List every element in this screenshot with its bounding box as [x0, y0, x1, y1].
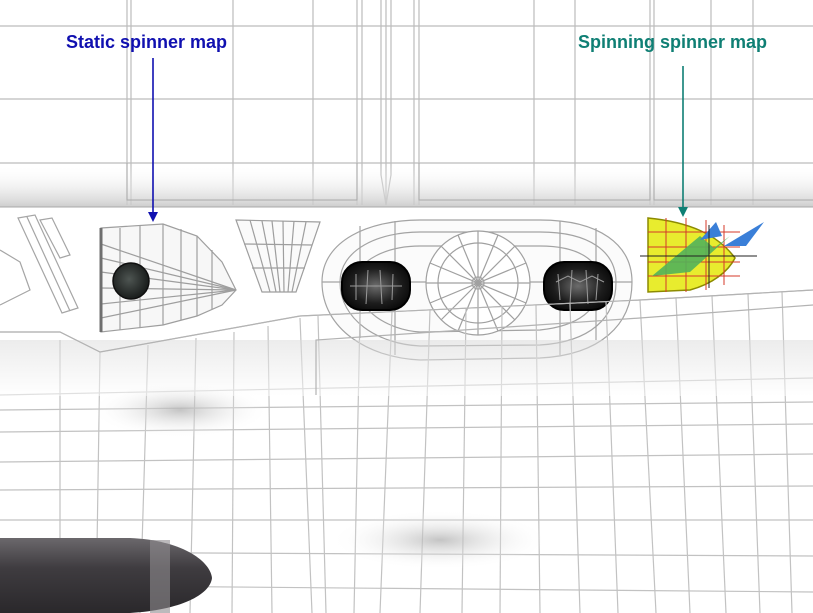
static-spinner-cone: [100, 223, 237, 333]
spinner-cap-icon: [112, 262, 150, 300]
spinning-spinner-icon: [640, 217, 764, 293]
left-struts: [0, 214, 79, 314]
trapezoid-panel: [235, 219, 321, 293]
top-surface-shading: [0, 165, 813, 207]
static-spinner-label: Static spinner map: [66, 32, 228, 52]
right-exhaust-port-icon: [543, 261, 613, 311]
left-exhaust-port-icon: [341, 261, 411, 311]
shadow-blob: [90, 382, 270, 438]
propeller-hub-icon: [0, 538, 212, 613]
spinning-spinner-label: Spinning spinner map: [578, 32, 768, 52]
shadow-blob: [330, 510, 550, 570]
cowl-center-disc: [425, 230, 531, 336]
